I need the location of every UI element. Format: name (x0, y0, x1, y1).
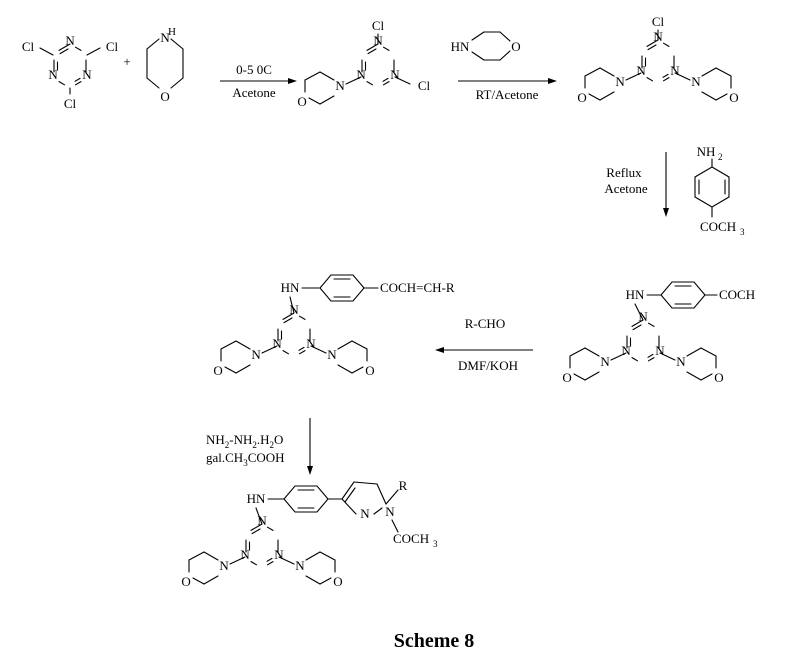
atom-label: N (615, 74, 625, 89)
atom-label: O (365, 363, 374, 378)
atom-label: O (577, 90, 586, 105)
plus-sign: + (123, 54, 130, 69)
morpholine: N H O (146, 26, 184, 104)
arrow-head (435, 347, 444, 353)
atom-label: N (289, 302, 299, 317)
condition-text: Reflux (606, 165, 642, 180)
arrow-head (548, 78, 557, 84)
atom-label: N (691, 74, 701, 89)
atom-label: N (82, 67, 92, 82)
atom-label: R (399, 478, 408, 493)
atom-label: N (670, 63, 680, 78)
atom-label: N (65, 33, 75, 48)
monomorpholino-triazine: N N N Cl Cl N O (297, 18, 430, 109)
atom-label: O (729, 90, 738, 105)
atom-label: N (356, 67, 366, 82)
atom-label: N (676, 354, 686, 369)
atom-label: N (327, 347, 337, 362)
atom-label: N (600, 354, 610, 369)
atom-label: Cl (418, 78, 431, 93)
atom-label: HN (281, 280, 300, 295)
atom-label: O (160, 89, 169, 104)
atom-label: N (385, 504, 395, 519)
scheme-title: Scheme 8 (394, 630, 475, 652)
atom-label: COCH (393, 531, 429, 546)
condition-text: Acetone (604, 181, 648, 196)
arrow-head (307, 466, 313, 475)
condition-text: R-CHO (465, 316, 505, 331)
atom-label: HN (451, 39, 470, 54)
condition-text: NH2-NH2.H2O (206, 432, 283, 450)
atom-label: N (160, 30, 170, 45)
atom-label: COCH=CH-R (380, 280, 455, 295)
chalcone-triazine: N N N HN COCH=CH-R N O N O (213, 274, 455, 378)
acetylphenylamino-triazine: N N N HN COCH N O N O (562, 281, 755, 385)
atom-label: COCH (700, 219, 736, 234)
atom-label: O (333, 574, 342, 589)
aminoacetophenone-reagent: NH 2 COCH 3 (694, 144, 745, 237)
atom-label: N (272, 336, 282, 351)
atom-label: 2 (718, 152, 723, 162)
condition-text: gal.CH3COOH (206, 450, 285, 468)
morpholine-reagent: HN O (451, 31, 521, 61)
atom-label: 3 (740, 227, 745, 237)
atom-label: N (306, 336, 316, 351)
atom-label: N (335, 78, 345, 93)
atom-label: N (251, 347, 261, 362)
atom-label: N (655, 343, 665, 358)
atom-label: N (360, 506, 370, 521)
condition-text: 0-5 0C (236, 62, 272, 77)
atom-label: N (390, 67, 400, 82)
atom-label: N (274, 547, 284, 562)
atom-label: O (714, 370, 723, 385)
atom-label: N (240, 547, 250, 562)
arrow-head (288, 78, 297, 84)
atom-label: HN (626, 287, 645, 302)
cyanuric-chloride: N N N Cl Cl Cl (22, 33, 119, 111)
atom-label: COCH (719, 287, 755, 302)
arrow-head (663, 208, 669, 217)
atom-label: HN (247, 491, 266, 506)
atom-label: N (295, 558, 305, 573)
atom-label: Cl (372, 18, 385, 33)
atom-label: N (219, 558, 229, 573)
atom-label: N (638, 309, 648, 324)
atom-label: O (562, 370, 571, 385)
atom-label: N (621, 343, 631, 358)
atom-label: O (213, 363, 222, 378)
atom-label: Cl (64, 96, 77, 111)
dimorpholino-chlorotriazine: N N N Cl N O N O (577, 14, 738, 105)
atom-label: Cl (22, 39, 35, 54)
atom-label: N (636, 63, 646, 78)
atom-label: Cl (652, 14, 665, 29)
atom-label: Cl (106, 39, 119, 54)
atom-label: O (297, 94, 306, 109)
condition-text: RT/Acetone (476, 87, 539, 102)
atom-label: NH (697, 144, 716, 159)
pyrazoline-product: N N N HN N N R COCH 3 N O N (181, 478, 438, 589)
atom-label: N (257, 513, 267, 528)
atom-label: H (168, 26, 176, 38)
atom-label: O (511, 39, 520, 54)
atom-label: O (181, 574, 190, 589)
atom-label: 3 (433, 539, 438, 549)
condition-text: DMF/KOH (458, 358, 518, 373)
atom-label: N (48, 67, 58, 82)
condition-text: Acetone (232, 85, 276, 100)
